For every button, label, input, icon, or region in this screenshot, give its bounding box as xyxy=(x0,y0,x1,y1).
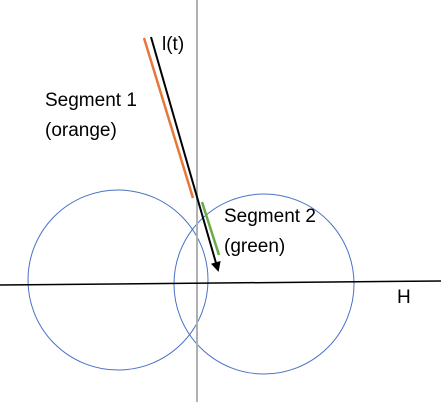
segment-1-line xyxy=(142,37,195,199)
curve-label: l(t) xyxy=(162,34,184,55)
segment-2-label: Segment 2 xyxy=(224,206,316,227)
segment-2-line xyxy=(200,201,221,256)
segment-2-color-label: (green) xyxy=(224,236,285,257)
axis-label-h: H xyxy=(397,287,411,308)
segment-1-color-label: (orange) xyxy=(45,120,117,141)
horizontal-axis xyxy=(0,280,441,286)
left-circle xyxy=(27,189,209,371)
curve-l-t xyxy=(150,36,221,272)
segment-1-label: Segment 1 xyxy=(45,90,137,111)
